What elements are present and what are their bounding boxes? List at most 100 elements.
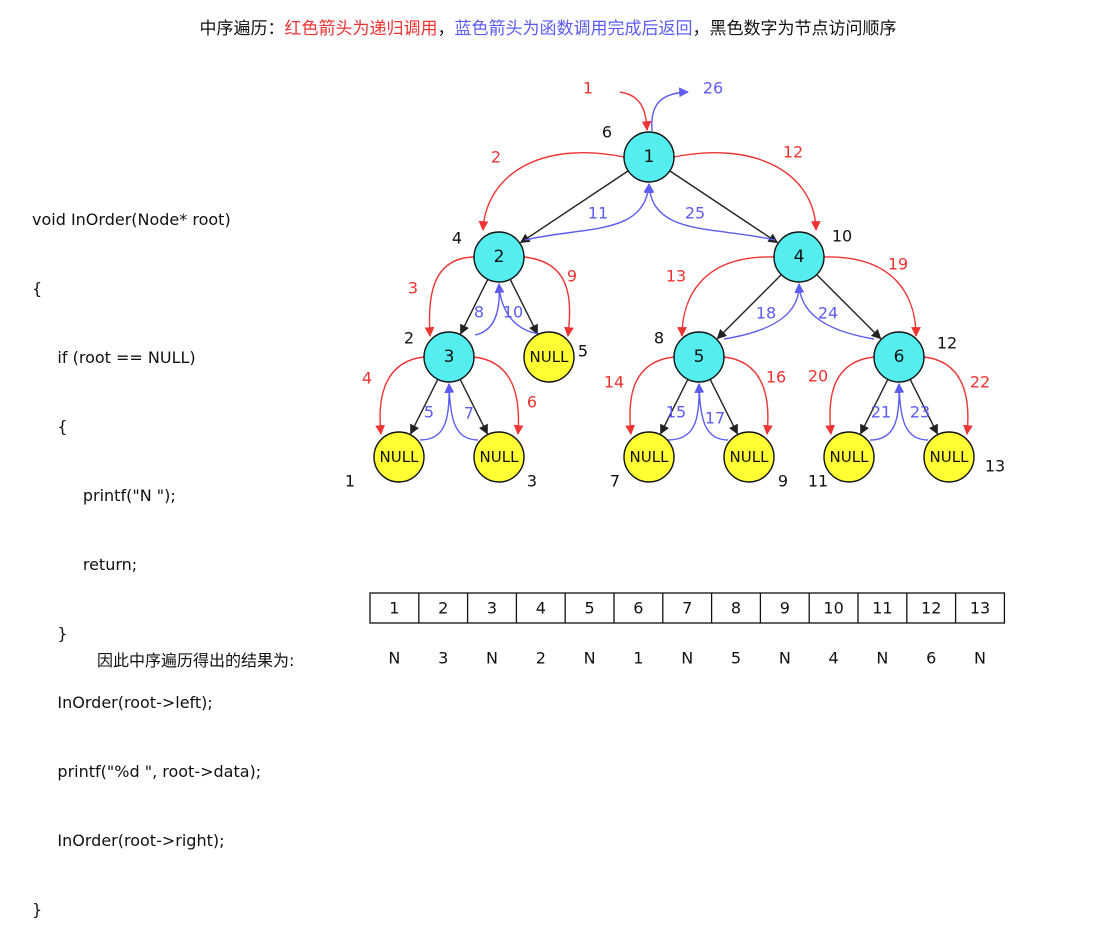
call-step-label: 14: [604, 373, 624, 392]
tree-edge: [709, 379, 738, 435]
tree-edge: [509, 279, 538, 335]
call-step-label: 6: [527, 393, 537, 412]
tree-edge: [716, 274, 782, 340]
tree-edge: [860, 379, 889, 435]
return-step-label: 10: [503, 303, 523, 322]
result-output-value: 3: [438, 649, 448, 668]
return-step-label: 23: [910, 403, 930, 422]
tree-node: [673, 331, 725, 383]
call-step-label: 19: [888, 255, 908, 274]
return-step-label: 5: [424, 403, 434, 422]
null-node: [523, 331, 575, 383]
table-index-cell: 2: [438, 599, 448, 618]
return-arrow: [794, 283, 875, 340]
null-node-label: NULL: [930, 448, 970, 466]
return-step-label: 15: [666, 403, 686, 422]
null-node: [923, 431, 975, 483]
visit-order-label: 12: [937, 334, 957, 353]
return-arrow: [494, 283, 541, 335]
tree-edge: [460, 279, 489, 335]
null-node-label: NULL: [480, 448, 520, 466]
table-index-cell: 6: [633, 599, 643, 618]
call-arrow: [825, 356, 875, 435]
title-prefix: 中序遍历：: [199, 19, 285, 39]
result-output-value: N: [486, 649, 498, 668]
call-arrow: [677, 256, 775, 337]
result-output-value: 5: [731, 649, 741, 668]
call-step-label: 16: [766, 368, 786, 387]
call-step-label: 4: [362, 369, 372, 388]
tree-edges: [410, 170, 938, 435]
table-index-cell: 12: [921, 599, 941, 618]
diagram-title: 中序遍历：红色箭头为递归调用，蓝色箭头为函数调用完成后返回，黑色数字为节点访问顺…: [0, 14, 1096, 39]
null-node: [373, 431, 425, 483]
tree-edge: [660, 379, 689, 435]
exit-return-arrow: [651, 87, 689, 132]
null-node-label: NULL: [630, 448, 670, 466]
tree-node: [773, 231, 825, 283]
return-arrow: [524, 183, 654, 241]
null-node: [623, 431, 675, 483]
visit-order-label: 8: [654, 329, 664, 348]
tree-node-label: 4: [794, 247, 805, 267]
null-node-label: NULL: [380, 448, 420, 466]
code-line: {: [32, 279, 43, 298]
call-arrow: [375, 356, 425, 435]
tree-node: [873, 331, 925, 383]
null-node: [823, 431, 875, 483]
result-output-value: N: [681, 649, 693, 668]
visit-order-label: 3: [527, 472, 537, 491]
tree-node-label: 1: [644, 147, 655, 167]
code-line: printf("%d ", root->data);: [32, 762, 262, 781]
code-line: if (root == NULL): [32, 348, 196, 367]
null-node-label: NULL: [730, 448, 770, 466]
table-index-cell: 5: [585, 599, 595, 618]
call-return-arrows: [375, 87, 973, 441]
return-step-label: 21: [871, 403, 891, 422]
call-arrow: [473, 356, 524, 435]
null-node-label: NULL: [830, 448, 870, 466]
tree-edge: [459, 379, 488, 435]
null-node: [473, 431, 525, 483]
table-index-cell: 1: [389, 599, 399, 618]
table-frame: [369, 592, 1006, 624]
code-line: printf("N ");: [32, 486, 176, 505]
code-line: InOrder(root->right);: [32, 831, 225, 850]
call-arrow: [823, 256, 921, 337]
visit-order-label: 10: [832, 227, 852, 246]
call-step-label: 13: [666, 267, 686, 286]
tree-node-label: 5: [694, 347, 705, 367]
title-black-legend: 黑色数字为节点访问顺序: [709, 19, 897, 39]
visit-order-label: 4: [452, 229, 462, 248]
code-line: void InOrder(Node* root): [32, 210, 231, 229]
tree-node: [423, 331, 475, 383]
call-step-label: 3: [408, 279, 418, 298]
tree-node-label: 6: [894, 347, 905, 367]
code-line: return;: [32, 555, 138, 574]
null-node-label: NULL: [530, 348, 570, 366]
return-step-label: 18: [756, 304, 776, 323]
return-step-label: 17: [705, 409, 725, 428]
visit-order-label: 2: [404, 329, 414, 348]
result-output-value: N: [974, 649, 986, 668]
result-output-value: 2: [536, 649, 546, 668]
result-output-value: N: [779, 649, 791, 668]
null-node: [723, 431, 775, 483]
visit-order-label: 1: [345, 472, 355, 491]
result-label: 因此中序遍历得出的结果为:: [97, 651, 295, 670]
table-index-cell: 13: [970, 599, 990, 618]
result-output-value: N: [388, 649, 400, 668]
table-index-cell: 8: [731, 599, 741, 618]
tree-node: [473, 231, 525, 283]
visit-order-label: 9: [778, 472, 788, 491]
code-line: InOrder(root->left);: [32, 693, 213, 712]
call-arrow: [673, 152, 821, 231]
table-index-cell: 7: [682, 599, 692, 618]
code-line: }: [32, 900, 43, 919]
call-arrow: [723, 356, 773, 435]
entry-call-arrow: [619, 91, 652, 131]
visit-order-label: 11: [808, 472, 828, 491]
